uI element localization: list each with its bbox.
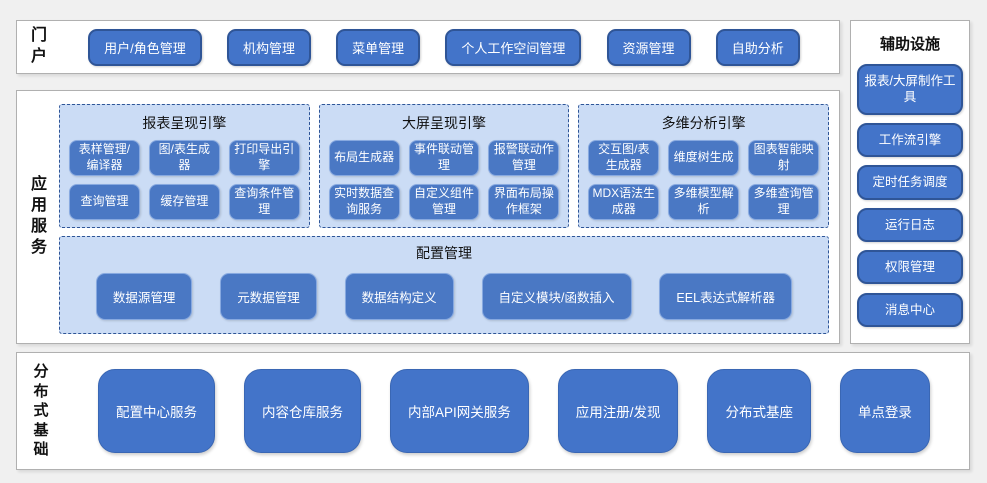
bigscreen-engine-panel: 大屏呈现引擎 布局生成器事件联动管理报警联动作管理 实时数据查询服务自定义组件管… xyxy=(318,104,570,228)
olap-engine-title: 多维分析引擎 xyxy=(661,115,746,131)
engine-module-box: 打印导出引擎 xyxy=(228,140,300,176)
engine-module-box: 交互图/表生成器 xyxy=(588,140,660,176)
portal-module-box: 资源管理 xyxy=(606,28,691,66)
engine-module-box: 布局生成器 xyxy=(328,140,400,176)
application-services-section: 应用服务 报表呈现引擎 表样管理/编译器图/表生成器打印导出引擎 查询管理缓存管… xyxy=(16,90,840,344)
config-module-box: EEL表达式解析器 xyxy=(659,273,793,320)
config-management-title: 配置管理 xyxy=(416,245,472,261)
engine-module-box: 事件联动管理 xyxy=(408,140,480,176)
distributed-foundation-label: 分布式基础 xyxy=(33,363,49,459)
auxiliary-module-box: 权限管理 xyxy=(857,250,963,285)
distributed-module-box: 单点登录 xyxy=(839,369,930,453)
report-engine-panel: 报表呈现引擎 表样管理/编译器图/表生成器打印导出引擎 查询管理缓存管理查询条件… xyxy=(59,104,310,228)
auxiliary-module-box: 消息中心 xyxy=(857,292,963,327)
engine-module-box: 缓存管理 xyxy=(148,184,220,220)
auxiliary-button-list: 报表/大屏制作工具工作流引擎定时任务调度运行日志权限管理消息中心 xyxy=(851,56,969,335)
config-module-box: 数据源管理 xyxy=(95,273,193,320)
portal-module-box: 菜单管理 xyxy=(336,28,421,66)
portal-module-box: 机构管理 xyxy=(226,28,311,66)
distributed-module-box: 配置中心服务 xyxy=(97,369,215,453)
bigscreen-engine-row-2: 实时数据查询服务自定义组件管理界面布局操作框架 xyxy=(328,184,560,220)
engine-module-box: 自定义组件管理 xyxy=(408,184,480,220)
distributed-button-row: 配置中心服务内容仓库服务内部API网关服务应用注册/发现分布式基座单点登录 xyxy=(59,369,969,453)
report-engine-title: 报表呈现引擎 xyxy=(142,115,227,131)
config-module-box: 元数据管理 xyxy=(220,273,317,320)
engine-module-box: 报警联动作管理 xyxy=(488,140,560,176)
application-services-label: 应用服务 xyxy=(30,176,47,256)
auxiliary-module-box: 定时任务调度 xyxy=(857,165,963,200)
portal-section-label: 门户 xyxy=(30,27,47,65)
portal-button-row: 用户/角色管理机构管理菜单管理个人工作空间管理资源管理自助分析 xyxy=(57,28,839,66)
engine-module-box: 查询管理 xyxy=(69,184,140,220)
bigscreen-engine-title: 大屏呈现引擎 xyxy=(402,115,486,131)
config-button-row: 数据源管理元数据管理数据结构定义自定义模块/函数插入 EEL表达式解析器 xyxy=(68,268,820,325)
distributed-module-box: 内部API网关服务 xyxy=(389,369,529,453)
engine-module-box: MDX语法生成器 xyxy=(588,184,660,220)
engine-module-box: 实时数据查询服务 xyxy=(328,184,400,220)
distributed-module-box: 应用注册/发现 xyxy=(557,369,679,453)
auxiliary-facilities-title: 辅助设施 xyxy=(879,36,940,53)
config-module-box: 数据结构定义 xyxy=(344,273,454,320)
portal-section: 门户 用户/角色管理机构管理菜单管理个人工作空间管理资源管理自助分析 xyxy=(16,20,840,74)
olap-engine-row-2: MDX语法生成器多维模型解析多维查询管理 xyxy=(588,184,820,220)
engine-module-box: 图/表生成器 xyxy=(148,140,220,176)
report-engine-row-2: 查询管理缓存管理查询条件管理 xyxy=(69,184,300,220)
olap-engine-panel: 多维分析引擎 交互图/表生成器维度树生成图表智能映射 MDX语法生成器多维模型解… xyxy=(578,104,830,228)
auxiliary-facilities-section: 辅助设施 报表/大屏制作工具工作流引擎定时任务调度运行日志权限管理消息中心 xyxy=(850,20,970,344)
distributed-module-box: 内容仓库服务 xyxy=(243,369,361,453)
engine-module-box: 维度树生成 xyxy=(668,140,740,176)
config-module-box: 自定义模块/函数插入 xyxy=(481,273,632,320)
engine-module-box: 界面布局操作框架 xyxy=(488,184,560,220)
portal-module-box: 自助分析 xyxy=(715,28,800,66)
portal-module-box: 用户/角色管理 xyxy=(88,28,202,66)
engine-panels: 报表呈现引擎 表样管理/编译器图/表生成器打印导出引擎 查询管理缓存管理查询条件… xyxy=(59,104,830,228)
distributed-module-box: 分布式基座 xyxy=(707,369,811,453)
portal-module-box: 个人工作空间管理 xyxy=(445,28,582,66)
bigscreen-engine-row-1: 布局生成器事件联动管理报警联动作管理 xyxy=(328,140,560,176)
auxiliary-module-box: 工作流引擎 xyxy=(857,122,963,158)
olap-engine-row-1: 交互图/表生成器维度树生成图表智能映射 xyxy=(588,140,820,176)
application-services-content: 报表呈现引擎 表样管理/编译器图/表生成器打印导出引擎 查询管理缓存管理查询条件… xyxy=(57,91,839,343)
engine-module-box: 表样管理/编译器 xyxy=(69,140,140,176)
distributed-foundation-section: 分布式基础 配置中心服务内容仓库服务内部API网关服务应用注册/发现分布式基座单… xyxy=(16,352,970,470)
engine-module-box: 查询条件管理 xyxy=(228,184,300,220)
config-management-panel: 配置管理 数据源管理元数据管理数据结构定义自定义模块/函数插入 EEL表达式解析器 xyxy=(59,236,829,334)
engine-module-box: 多维模型解析 xyxy=(668,184,740,220)
auxiliary-module-box: 报表/大屏制作工具 xyxy=(857,64,963,115)
report-engine-row-1: 表样管理/编译器图/表生成器打印导出引擎 xyxy=(69,140,300,176)
engine-module-box: 多维查询管理 xyxy=(748,184,820,220)
engine-module-box: 图表智能映射 xyxy=(748,140,820,176)
auxiliary-module-box: 运行日志 xyxy=(857,207,963,242)
